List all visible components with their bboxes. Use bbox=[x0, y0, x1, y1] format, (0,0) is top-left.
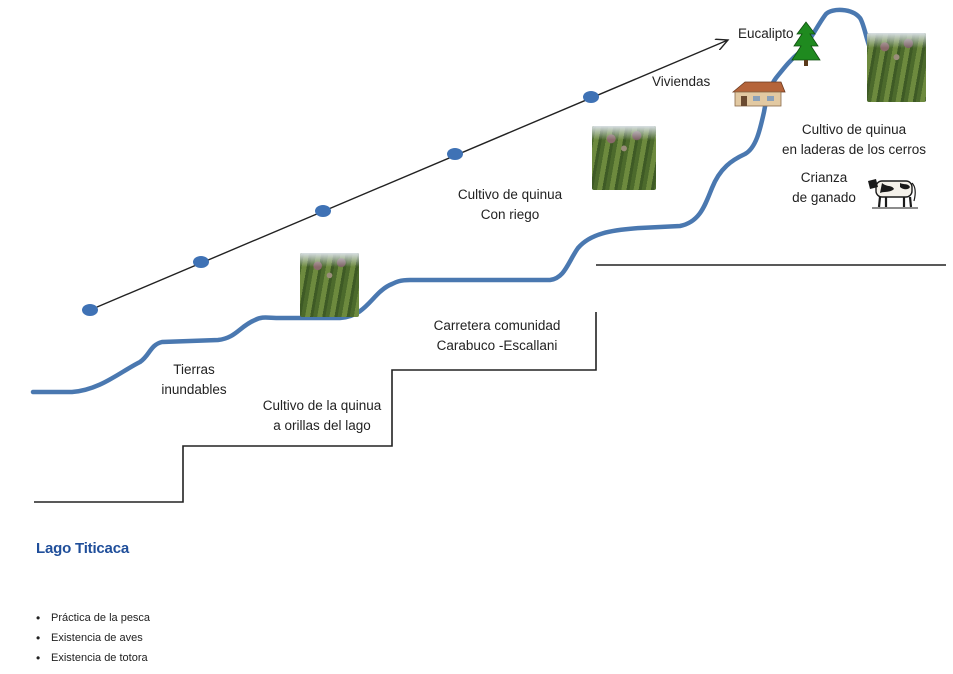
label-tierras-line1: Tierras bbox=[173, 362, 215, 377]
quinoa-photo-lake bbox=[300, 253, 359, 317]
list-item: Práctica de la pesca bbox=[36, 608, 150, 628]
altitude-dot bbox=[583, 91, 599, 103]
altitude-dots bbox=[82, 91, 599, 316]
label-quinua-riego-line2: Con riego bbox=[480, 207, 540, 222]
label-quinua-riego-line1: Cultivo de quinua bbox=[457, 187, 563, 202]
lake-title: Lago Titicaca bbox=[36, 540, 129, 557]
label-tierras: Tierras inundables bbox=[150, 360, 238, 400]
quinoa-photo-hillside bbox=[867, 33, 926, 102]
label-viviendas-text: Viviendas bbox=[652, 74, 711, 89]
label-quinua-laderas-line2: en laderas de los cerros bbox=[781, 142, 927, 157]
altitude-dot bbox=[447, 148, 463, 160]
list-item: Existencia de aves bbox=[36, 628, 150, 648]
label-quinua-laderas-line1: Cultivo de quinua bbox=[801, 122, 907, 137]
label-quinua-laderas: Cultivo de quinua en laderas de los cerr… bbox=[776, 120, 932, 160]
altitude-dot bbox=[193, 256, 209, 268]
label-orillas-line1: Cultivo de la quinua bbox=[262, 398, 382, 413]
altitude-dot bbox=[82, 304, 98, 316]
label-viviendas: Viviendas bbox=[652, 72, 710, 92]
label-eucalipto: Eucalipto bbox=[738, 24, 794, 44]
label-crianza-line2: de ganado bbox=[792, 190, 856, 205]
label-carretera-line1: Carretera comunidad bbox=[433, 318, 561, 333]
quinoa-photo-irrigation bbox=[592, 126, 656, 190]
label-carretera: Carretera comunidad Carabuco -Escallani bbox=[424, 316, 570, 356]
label-eucalipto-text: Eucalipto bbox=[738, 26, 794, 41]
cow-icon bbox=[868, 179, 918, 209]
list-item: Existencia de totora bbox=[36, 648, 150, 668]
altitude-dot bbox=[315, 205, 331, 217]
label-orillas: Cultivo de la quinua a orillas del lago bbox=[252, 396, 392, 436]
label-crianza: Crianza de ganado bbox=[786, 168, 862, 208]
label-orillas-line2: a orillas del lago bbox=[273, 418, 371, 433]
house-icon bbox=[731, 81, 786, 107]
terrace-steps bbox=[34, 264, 946, 503]
lake-list: Práctica de la pesca Existencia de aves … bbox=[36, 608, 150, 668]
label-crianza-line1: Crianza bbox=[800, 170, 848, 185]
label-quinua-riego: Cultivo de quinua Con riego bbox=[448, 185, 572, 225]
tree-icon bbox=[791, 21, 821, 66]
label-carretera-line2: Carabuco -Escallani bbox=[436, 338, 558, 353]
label-tierras-line2: inundables bbox=[161, 382, 227, 397]
